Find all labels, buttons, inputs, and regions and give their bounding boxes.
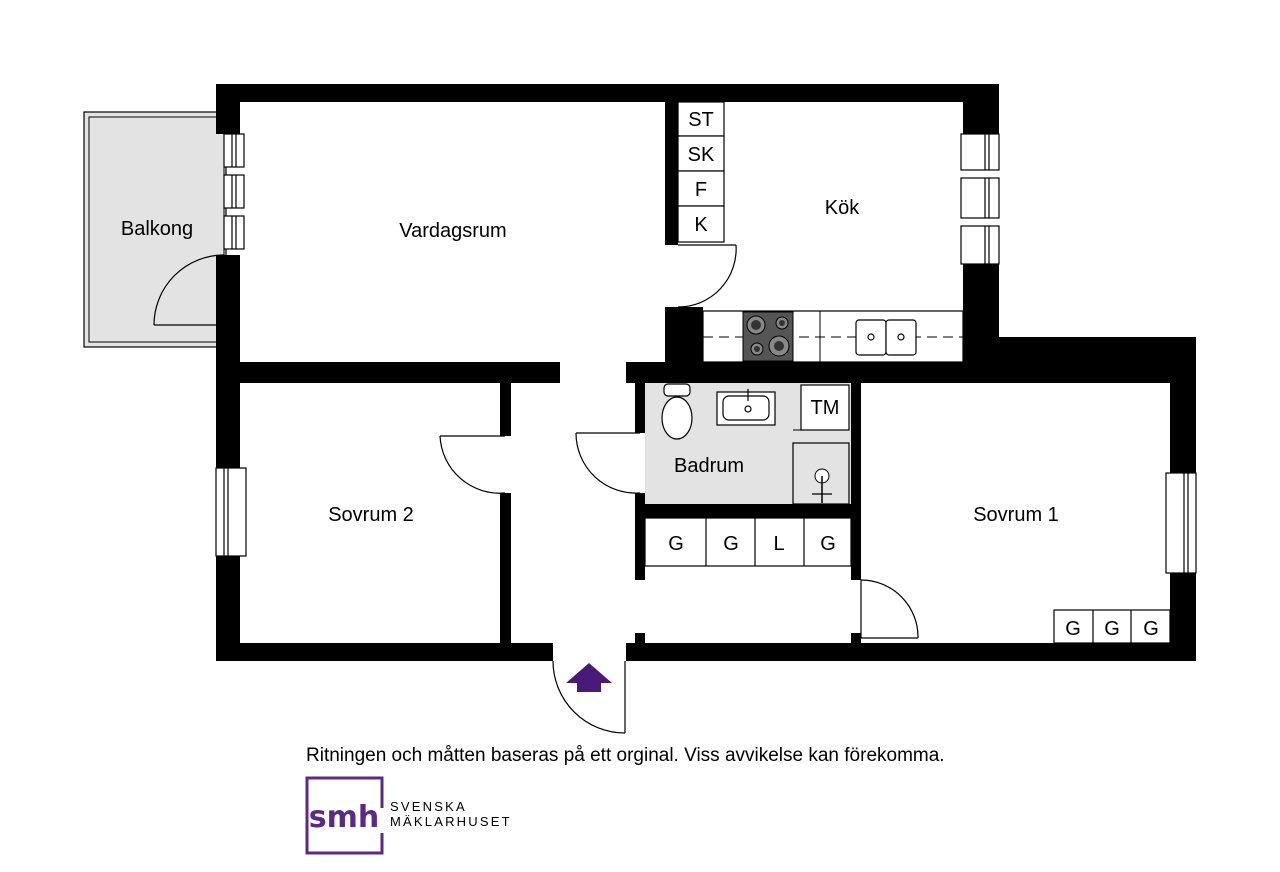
kitchen-unit-k: K	[694, 214, 708, 236]
window-bedroom1	[1165, 472, 1197, 574]
kitchen-unit-f: F	[695, 179, 707, 201]
hall-closet-3: G	[820, 533, 836, 555]
entrance-arrow-icon	[566, 663, 612, 692]
toilet-icon	[661, 383, 693, 440]
bedroom1-closet-1: G	[1065, 618, 1081, 640]
hall-closets: G G L G	[644, 517, 852, 567]
windows-balcony	[223, 133, 245, 250]
walls	[216, 84, 1196, 661]
doors	[153, 244, 919, 734]
brand-logo: smh SVENSKA MÄKLARHUSET	[305, 776, 512, 855]
bedroom1-closet-2: G	[1104, 618, 1120, 640]
room-label-kok: Kök	[825, 197, 860, 219]
washing-machine-label: TM	[811, 397, 840, 419]
window-bedroom2	[215, 467, 247, 557]
washbasin-icon	[716, 389, 776, 426]
brand-line1: SVENSKA	[390, 799, 467, 814]
shower-icon	[792, 442, 850, 505]
kitchen-unit-st: ST	[688, 109, 714, 131]
kitchen-unit-sk: SK	[688, 144, 715, 166]
balcony	[83, 111, 227, 348]
brand-logo-mark: smh	[309, 800, 379, 835]
room-label-sovrum2: Sovrum 2	[328, 504, 414, 526]
room-label-balkong: Balkong	[121, 218, 193, 240]
stove-icon	[742, 311, 794, 362]
kitchen-units: ST SK F K	[677, 101, 725, 243]
bedroom1-closet-3: G	[1143, 618, 1159, 640]
bathroom-fixtures: TM	[661, 383, 850, 505]
room-label-badrum: Badrum	[674, 455, 744, 477]
windows-kitchen	[960, 133, 1000, 265]
hall-closet-2: G	[723, 533, 739, 555]
kitchen-counter	[702, 310, 964, 363]
disclaimer-text: Ritningen och måtten baseras på ett orgi…	[306, 745, 945, 766]
room-label-sovrum1: Sovrum 1	[973, 504, 1059, 526]
hall-linen: L	[773, 533, 784, 555]
room-label-vardagsrum: Vardagsrum	[399, 220, 506, 242]
sink-icon	[855, 319, 917, 356]
bedroom1-closets: G G G	[1053, 609, 1171, 644]
hall-closet-1: G	[668, 533, 684, 555]
brand-line2: MÄKLARHUSET	[390, 814, 512, 829]
